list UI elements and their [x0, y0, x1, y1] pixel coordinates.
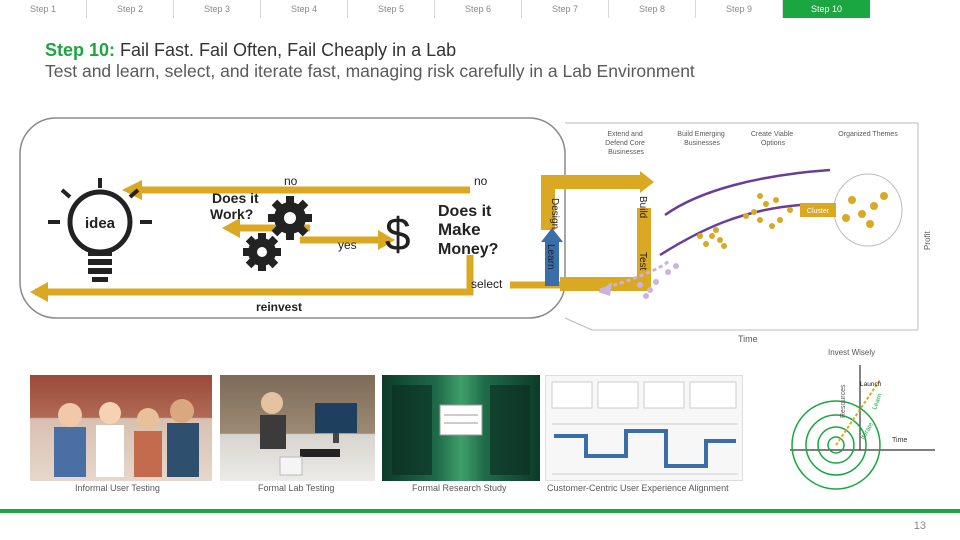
photo-formal-research-study	[382, 375, 540, 481]
reinvest-arrow-head	[30, 282, 48, 302]
money-line2: Make	[438, 220, 481, 239]
idea-label: idea	[85, 215, 116, 232]
lab-illustration	[260, 392, 357, 476]
spiral	[791, 400, 881, 490]
step-tab-5[interactable]: Step 5	[348, 0, 435, 18]
design-label: Design	[549, 198, 560, 229]
caption-informal-user-testing: Informal User Testing	[75, 483, 160, 493]
profit-label: Profit	[923, 231, 932, 250]
money-line1: Does it	[438, 203, 492, 220]
photo-formal-lab-testing	[220, 375, 375, 481]
faded-dots	[637, 263, 679, 299]
growth-curve-2	[664, 168, 831, 217]
test-arrow	[560, 244, 651, 291]
idea-dots	[697, 192, 888, 249]
step-tab-7[interactable]: Step 7	[522, 0, 609, 18]
col4-label: Organized Themes	[838, 131, 898, 138]
col1-label: Extend and Defend Core Businesses	[605, 131, 647, 156]
test-label: Test	[637, 252, 648, 271]
page-title: Step 10: Fail Fast. Fail Often, Fail Che…	[45, 40, 456, 61]
photo-customer-centric-alignment	[545, 375, 743, 481]
no-arrow-head-top	[122, 180, 142, 200]
caption-customer-centric: Customer-Centric User Experience Alignme…	[547, 483, 729, 493]
does-it-work-line1: Does it	[212, 190, 259, 206]
server-room-illustration	[392, 385, 530, 475]
invest-title: Invest Wisely	[828, 348, 875, 357]
title-text: Fail Fast. Fail Often, Fail Cheaply in a…	[115, 40, 457, 60]
caption-formal-research-study: Formal Research Study	[412, 483, 507, 493]
yes-arrow-head	[378, 230, 395, 250]
reinvest-label: reinvest	[256, 300, 302, 314]
learn-label: Learn	[545, 244, 556, 270]
design-arrow	[541, 175, 640, 230]
gear-icon-2	[243, 233, 281, 271]
col2-label: Build Emerging Businesses	[677, 131, 726, 147]
cluster-label: Cluster	[807, 208, 830, 215]
step-tab-2[interactable]: Step 2	[87, 0, 174, 18]
learn-spiral-label: Learn	[871, 392, 883, 410]
photo-informal-user-testing	[30, 375, 212, 481]
money-line3: Money?	[438, 241, 498, 258]
caption-formal-lab-testing: Formal Lab Testing	[258, 483, 335, 493]
people-illustration	[54, 399, 199, 477]
select-label: select	[471, 277, 503, 291]
page-number: 13	[913, 520, 926, 532]
no-label-right: no	[474, 174, 488, 188]
step-tab-3[interactable]: Step 3	[174, 0, 261, 18]
step-tab-10[interactable]: Step 10	[783, 0, 870, 18]
no-arrow-head-work	[222, 218, 240, 238]
title-step-label: Step 10:	[45, 40, 116, 60]
step-tab-9[interactable]: Step 9	[696, 0, 783, 18]
col3-label: Create Viable Options	[751, 131, 795, 147]
reinvest-arrow	[35, 255, 474, 296]
growth-curve-1	[659, 203, 801, 257]
loop-frame	[19, 117, 566, 319]
step-tab-8[interactable]: Step 8	[609, 0, 696, 18]
invest-time-label: Time	[892, 437, 907, 444]
theme-circle	[833, 173, 903, 247]
lightbulb-icon	[48, 178, 152, 282]
yes-label: yes	[338, 238, 357, 252]
does-it-work-line2: Work?	[210, 206, 253, 222]
step-tab-6[interactable]: Step 6	[435, 0, 522, 18]
dollar-icon: $	[385, 208, 411, 260]
time-label: Time	[738, 334, 758, 344]
build-label: Build	[637, 196, 648, 218]
step-tab-4[interactable]: Step 4	[261, 0, 348, 18]
cluster-badge	[800, 203, 836, 217]
journey-map-illustration	[551, 381, 738, 475]
launch-label: Launch	[860, 381, 882, 388]
step-tab-1[interactable]: Step 1	[0, 0, 87, 18]
gear-icon-1	[268, 196, 312, 240]
resources-label: Resources	[840, 384, 847, 418]
page-subtitle: Test and learn, select, and iterate fast…	[45, 61, 695, 81]
footer-accent-line	[0, 509, 960, 513]
no-label-left: no	[284, 174, 298, 188]
